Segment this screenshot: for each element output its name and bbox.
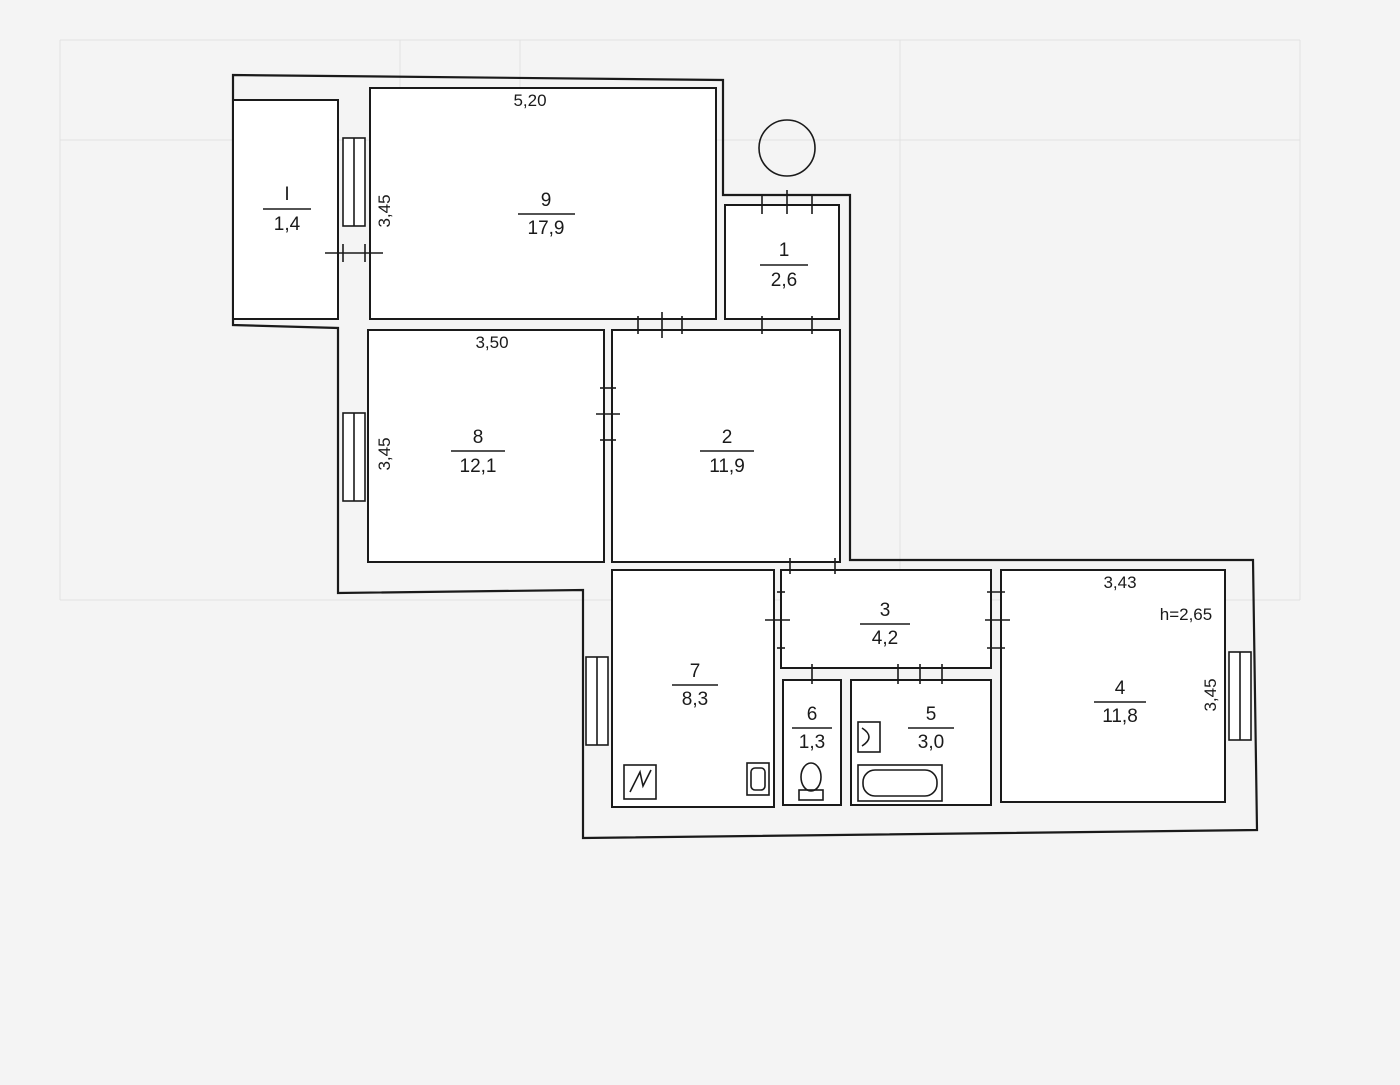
room-3[interactable] (780, 569, 992, 669)
room-2[interactable] (611, 329, 841, 563)
room-number: 1 (779, 240, 790, 261)
room-balcony[interactable] (232, 99, 339, 320)
room-area: 17,9 (528, 218, 565, 239)
label-room-9: 9 17,9 (518, 190, 575, 239)
window-7 (585, 656, 609, 746)
room-1[interactable] (724, 204, 840, 320)
dimension-r9-width: 5,20 (513, 91, 546, 110)
room-area: 12,1 (460, 456, 497, 477)
label-room-4: 4 11,8 (1094, 678, 1146, 727)
label-room-2: 2 11,9 (700, 427, 754, 477)
room-area: 2,6 (771, 270, 797, 291)
room-number: 6 (807, 704, 818, 725)
bathtub-icon (857, 764, 943, 802)
washbasin-icon (857, 721, 881, 753)
label-room-1: 1 2,6 (760, 240, 808, 291)
label-room-6: 6 1,3 (792, 704, 832, 753)
dimension-r8-depth: 3,45 (375, 437, 394, 470)
window-8 (342, 412, 366, 502)
room-number: 5 (926, 704, 937, 725)
label-balcony: I 1,4 (263, 184, 311, 235)
dimension-r9-depth: 3,45 (375, 194, 394, 227)
room-5[interactable] (850, 679, 992, 806)
room-area: 8,3 (682, 689, 708, 710)
outer-wall (231, 73, 1259, 840)
room-number: 4 (1115, 678, 1126, 699)
toilet-icon (798, 762, 824, 801)
label-room-5: 5 3,0 (908, 704, 954, 753)
dimension-r8-width: 3,50 (475, 333, 508, 352)
window-balcony-9 (342, 137, 366, 227)
window-4 (1228, 651, 1252, 741)
room-number: 3 (880, 600, 891, 621)
kitchen-sink-icon (746, 762, 770, 796)
room-number: 9 (541, 190, 552, 211)
room-area: 1,3 (799, 732, 825, 753)
entrance-circle-icon (758, 119, 816, 177)
room-9[interactable] (369, 87, 717, 320)
room-number: 7 (690, 661, 701, 682)
room-area: 3,0 (918, 732, 944, 753)
ceiling-height: h=2,65 (1160, 605, 1212, 624)
dimension-r4-width: 3,43 (1103, 573, 1136, 592)
room-number: I (284, 184, 289, 205)
room-area: 11,9 (709, 456, 745, 477)
stove-icon (623, 764, 657, 800)
label-room-3: 3 4,2 (860, 600, 910, 649)
room-number: 2 (722, 427, 733, 448)
room-number: 8 (473, 427, 484, 448)
room-area: 11,8 (1102, 706, 1138, 727)
dimension-r4-depth: 3,45 (1201, 678, 1220, 711)
label-room-7: 7 8,3 (672, 661, 718, 710)
door-ticks (325, 190, 1010, 684)
label-room-8: 8 12,1 (451, 427, 505, 477)
room-8[interactable] (367, 329, 605, 563)
room-area: 4,2 (872, 628, 898, 649)
room-4[interactable] (1000, 569, 1226, 803)
room-area: 1,4 (274, 214, 301, 235)
